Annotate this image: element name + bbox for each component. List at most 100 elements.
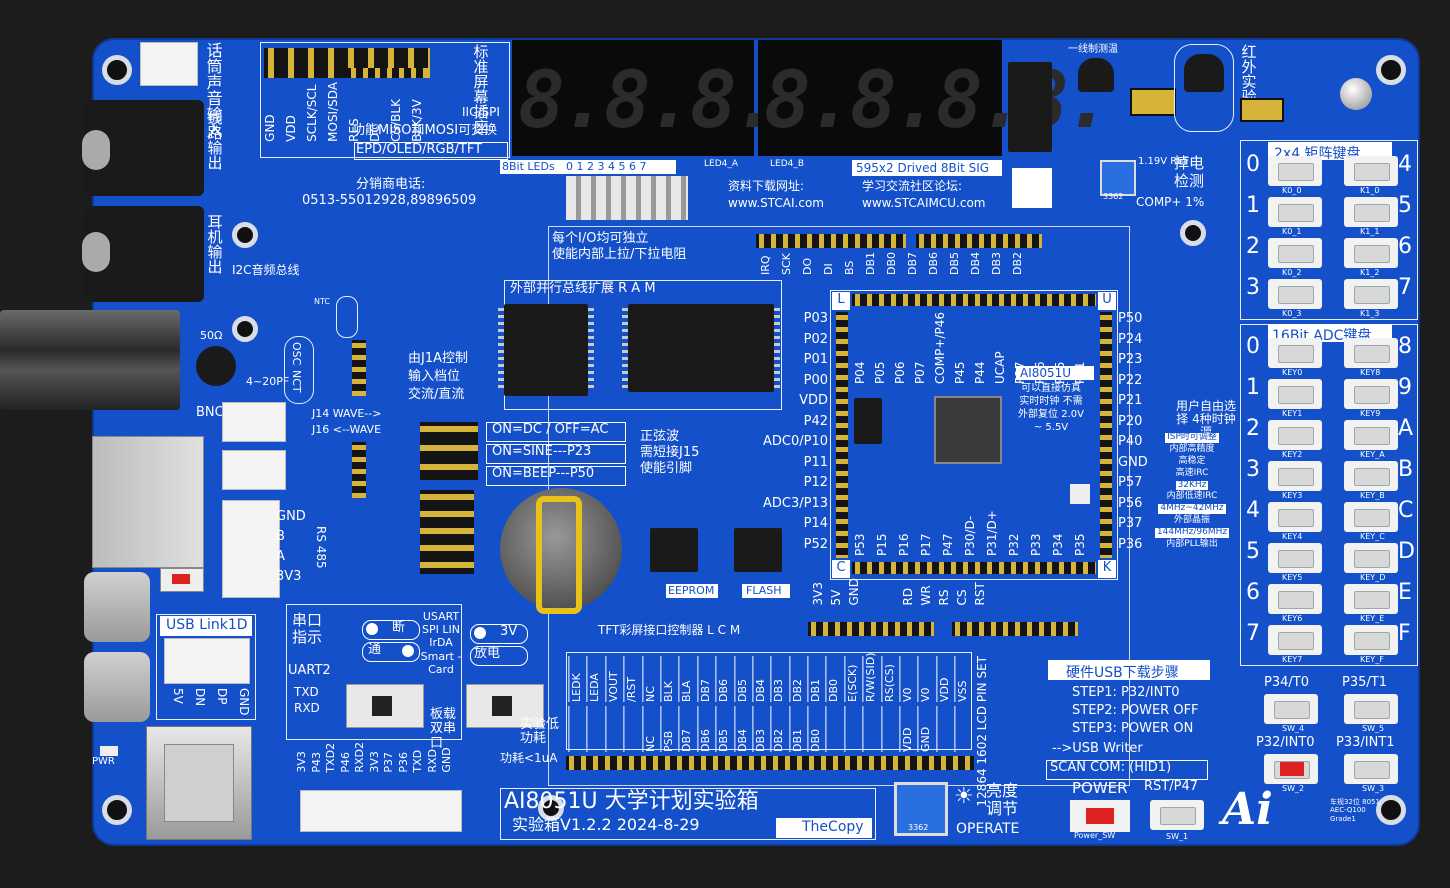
adc-key[interactable] — [1268, 625, 1322, 655]
rst-button[interactable] — [1150, 800, 1204, 830]
jumper-j18[interactable] — [420, 490, 474, 574]
led-array — [566, 176, 688, 220]
lcd-header[interactable] — [566, 756, 974, 770]
adc-key[interactable] — [1268, 584, 1322, 614]
bnc-connector[interactable] — [0, 310, 180, 410]
matrix-key[interactable] — [1268, 238, 1322, 268]
jumper-block[interactable] — [420, 422, 478, 480]
adc-key[interactable] — [1268, 338, 1322, 368]
screen-pin: VDD — [284, 115, 298, 142]
usb-link-connector[interactable] — [164, 638, 250, 684]
screen-pin-header-j9b[interactable] — [348, 68, 428, 78]
lcd-pin: VOUT — [604, 656, 624, 702]
adc-key[interactable] — [1344, 543, 1398, 573]
adc-key[interactable] — [1344, 461, 1398, 491]
sd-card-slot[interactable] — [92, 436, 204, 568]
adc-key[interactable] — [1344, 338, 1398, 368]
jumper-j10[interactable] — [1130, 88, 1176, 116]
mcu-header-bottom[interactable] — [852, 562, 1096, 574]
mounting-hole — [1180, 220, 1206, 246]
jumper-j17[interactable] — [1240, 98, 1284, 122]
serial-pin: P37 — [382, 752, 395, 773]
lcd-pin: GND — [917, 706, 936, 752]
adc-key[interactable] — [1268, 543, 1322, 573]
mcu-pin: P23 — [1118, 352, 1143, 367]
key-number-left: 3 — [1246, 457, 1260, 482]
mcu-pin: P30/D- — [963, 515, 977, 556]
on-dot — [402, 645, 414, 657]
chip-name-bg — [1016, 366, 1094, 380]
jumper-jup4[interactable] — [352, 442, 366, 498]
flash-bg — [742, 584, 790, 598]
lcd-pin: E(SCK) — [843, 656, 863, 702]
header-j3a-left[interactable] — [756, 234, 906, 248]
func-note: 功能MISO和MOSI可交换 — [352, 123, 498, 138]
adc-key[interactable] — [1268, 420, 1322, 450]
mounting-hole — [102, 795, 132, 825]
mcu-header-left[interactable] — [836, 312, 848, 558]
sel-frame — [486, 466, 626, 486]
wave-connector-j16[interactable] — [222, 450, 286, 490]
adc-key[interactable] — [1344, 625, 1398, 655]
rs485-pin: A — [276, 549, 285, 564]
header-j3c[interactable] — [808, 622, 934, 636]
adc-key[interactable] — [1268, 379, 1322, 409]
sw4-button[interactable] — [1264, 694, 1318, 724]
lcd-pin: VSS — [954, 656, 973, 702]
rs485-connector[interactable] — [222, 500, 280, 598]
sw3-button[interactable] — [1344, 754, 1398, 784]
matrix-key[interactable] — [1344, 279, 1398, 309]
chip-u10 — [1008, 62, 1052, 152]
sw5-button[interactable] — [1344, 694, 1398, 724]
download-url: www.STCAI.com — [728, 196, 824, 210]
key-number-right: F — [1398, 621, 1411, 646]
wave-connector-j14[interactable] — [222, 402, 286, 442]
mic-connector[interactable] — [140, 42, 198, 86]
matrix-key[interactable] — [1344, 238, 1398, 268]
usb-c-port[interactable] — [84, 572, 150, 642]
matrix-key[interactable] — [1268, 156, 1322, 186]
adc-key[interactable] — [1344, 502, 1398, 532]
bus-pin: DI — [822, 263, 835, 276]
mcu-header-top[interactable] — [852, 294, 1096, 306]
matrix-key[interactable] — [1268, 197, 1322, 227]
battery-clip — [536, 496, 582, 614]
lcd-pin: DB2 — [788, 656, 808, 702]
key-number-right: 4 — [1398, 152, 1412, 177]
matrix-key[interactable] — [1268, 279, 1322, 309]
clock-item: 内部低速IRC — [1166, 491, 1218, 502]
usb-link-title-bg — [160, 616, 252, 636]
drive-label: 595x2 Drived 8Bit SIG — [856, 161, 990, 175]
jumper-jup2[interactable] — [352, 340, 366, 396]
key-label: KEY7 — [1282, 655, 1303, 664]
mcu-pin: P33 — [1029, 533, 1043, 556]
lcd-pin — [843, 706, 863, 752]
mcu-header-right[interactable] — [1100, 312, 1112, 558]
adc-key[interactable] — [1268, 461, 1322, 491]
mcu-pin: P01 — [803, 352, 828, 367]
adc-key[interactable] — [1344, 420, 1398, 450]
adc-key[interactable] — [1344, 584, 1398, 614]
serial-connector[interactable] — [300, 790, 462, 832]
chip-latch — [498, 304, 594, 396]
ref-pot[interactable] — [1100, 160, 1136, 196]
on-pill — [362, 642, 420, 662]
seg-digits-right: 8.8.8.8. — [764, 56, 1112, 146]
header-j3c-right[interactable] — [952, 622, 1078, 636]
header-j3a-right[interactable] — [916, 234, 1042, 248]
mounting-hole — [1376, 795, 1406, 825]
brightness-pot[interactable] — [894, 782, 948, 836]
adc-key[interactable] — [1344, 379, 1398, 409]
key-label: KEY_A — [1360, 450, 1385, 459]
serial-pin: GND — [440, 747, 453, 773]
serial-pin: RXD2 — [353, 742, 366, 773]
usb-c-port[interactable] — [84, 652, 150, 722]
lcd-pin — [935, 706, 955, 752]
trim-capacitor[interactable] — [196, 346, 236, 386]
matrix-key[interactable] — [1344, 156, 1398, 186]
adc-key[interactable] — [1268, 502, 1322, 532]
board-title: AI8051U 大学计划实验箱 — [504, 789, 759, 814]
matrix-key[interactable] — [1344, 197, 1398, 227]
mcu-pin: P56 — [1118, 495, 1143, 511]
chip-ram — [622, 304, 780, 392]
